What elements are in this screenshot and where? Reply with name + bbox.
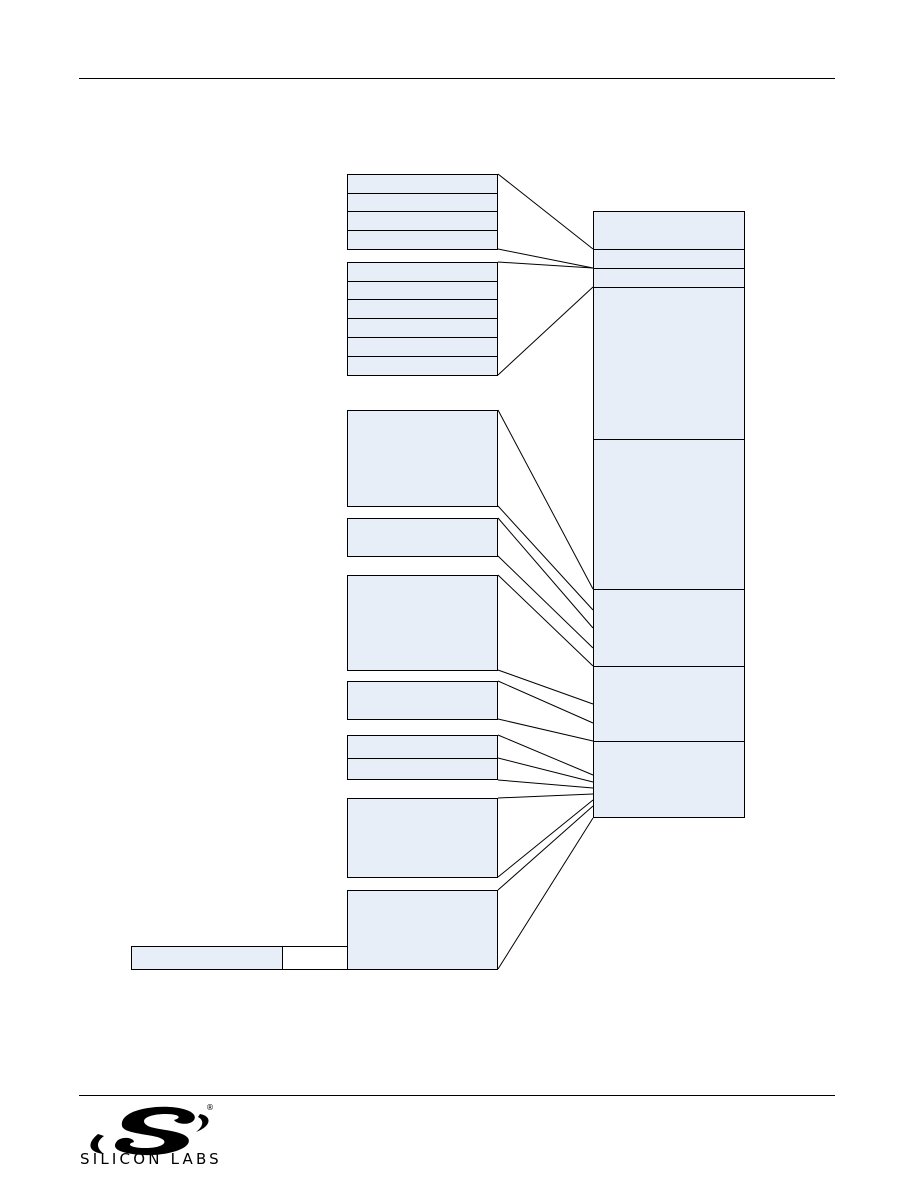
connector-line [497, 680, 594, 724]
left-cell [347, 230, 498, 250]
bottom-left-cell-blank [282, 946, 348, 970]
connector-line [497, 718, 594, 742]
logo-mark-icon [90, 1106, 209, 1156]
connector-line [497, 173, 594, 250]
connector-line [497, 817, 594, 970]
right-cell [593, 589, 745, 667]
left-cell [347, 356, 498, 376]
silicon-labs-logo: ® [90, 1103, 214, 1156]
connector-line [497, 799, 594, 878]
left-block [347, 575, 498, 671]
right-cell [593, 287, 745, 440]
right-cell [593, 741, 745, 818]
header-rule [79, 78, 835, 79]
connector-line [497, 793, 594, 799]
connector-line [497, 555, 594, 649]
right-cell [593, 439, 745, 590]
left-cell [347, 758, 498, 780]
connector-line [497, 505, 594, 611]
connector-line [497, 734, 594, 776]
right-cell [593, 666, 745, 742]
connector-line [497, 669, 594, 705]
footer-rule [79, 1095, 835, 1096]
connector-line [497, 805, 594, 891]
connector-line [497, 517, 594, 629]
connector-line [497, 286, 594, 376]
left-block [347, 410, 498, 507]
left-block [347, 890, 498, 970]
connector-line [497, 248, 594, 269]
left-block [347, 798, 498, 878]
connector-line [497, 409, 594, 590]
connector-line [497, 261, 594, 269]
connector-line [497, 779, 594, 789]
connector-line [497, 757, 594, 783]
left-block [347, 518, 498, 557]
logo-wordmark: SILICON LABS [80, 1150, 222, 1168]
bottom-left-cell [131, 946, 283, 970]
registered-mark: ® [206, 1103, 214, 1112]
right-cell [593, 211, 745, 250]
connector-line [497, 574, 594, 667]
left-block [347, 681, 498, 720]
